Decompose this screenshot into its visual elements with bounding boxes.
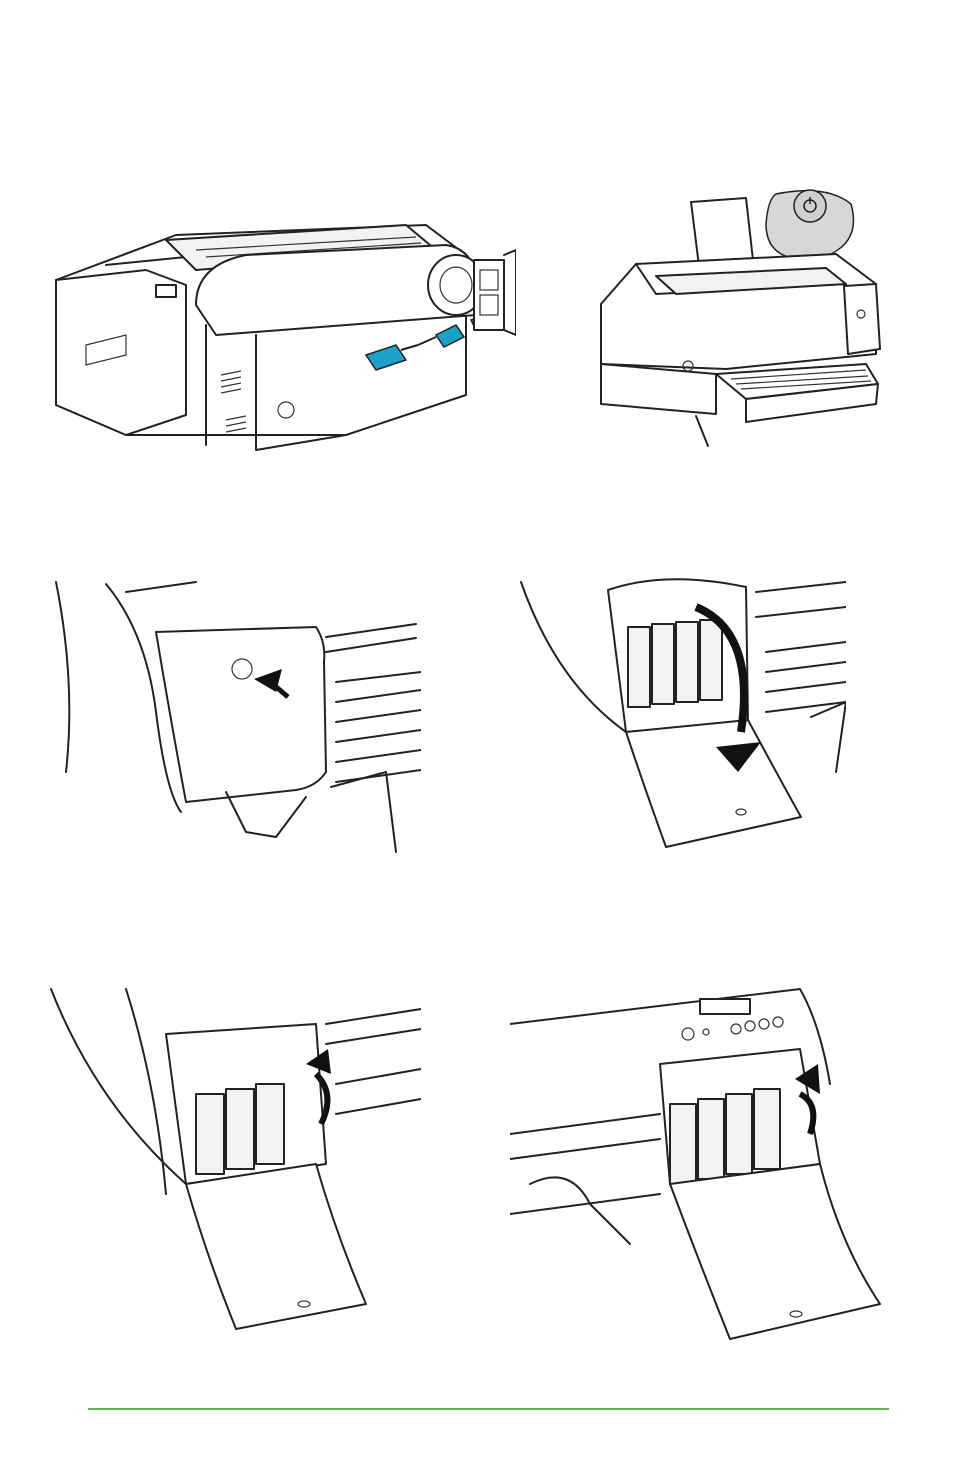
figure-lever-left-side bbox=[46, 984, 421, 1336]
figure-press-power-button bbox=[596, 184, 882, 456]
footer-divider bbox=[88, 1408, 889, 1410]
figure-lever-right-side bbox=[510, 984, 886, 1344]
figure-press-ink-door bbox=[46, 572, 421, 854]
figure-plug-in-power-cord bbox=[46, 195, 516, 457]
figure-ink-door-opens bbox=[516, 572, 846, 854]
